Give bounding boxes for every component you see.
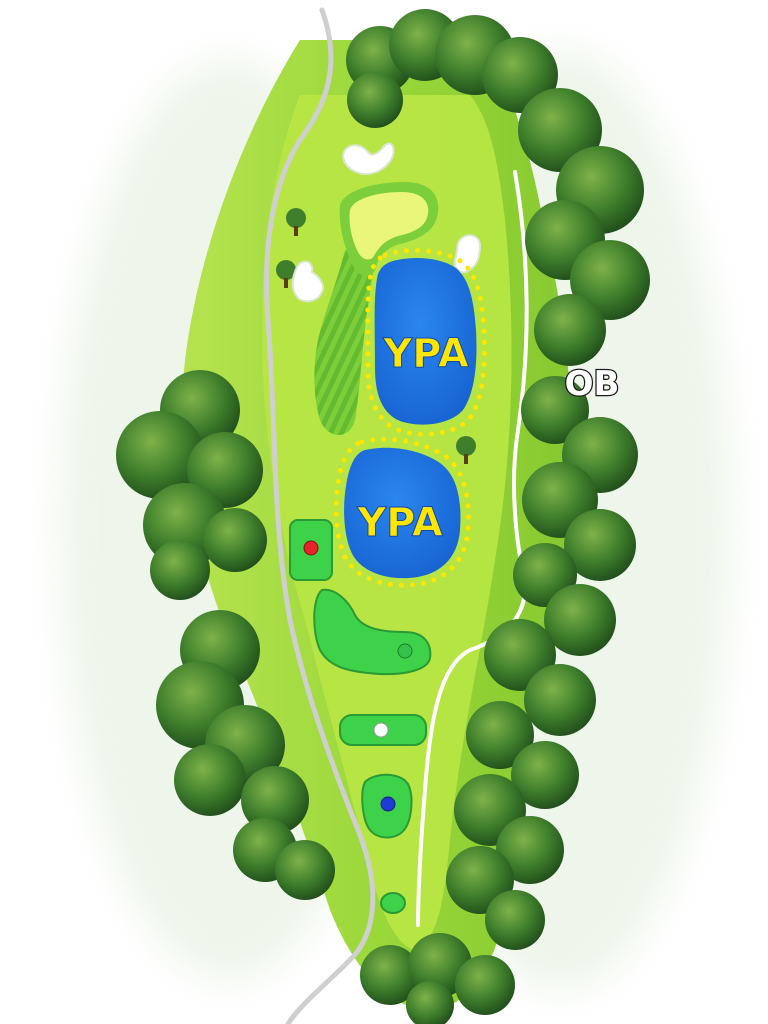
approach-strip <box>314 250 373 435</box>
trees-bottom <box>360 933 515 1024</box>
tee-marker-blue <box>380 796 396 812</box>
tee-box-white[interactable] <box>339 714 427 746</box>
trees-right <box>446 88 650 950</box>
cart-path <box>264 7 376 1024</box>
putting-green <box>339 182 439 276</box>
tee-box-green[interactable] <box>313 588 432 676</box>
small-trees <box>276 208 476 464</box>
bunker-top <box>342 142 395 176</box>
trees-left <box>116 370 335 900</box>
bunker-left <box>291 260 324 303</box>
water-hazard-upper[interactable]: YPA <box>365 247 487 437</box>
tee-marker-green <box>397 643 413 659</box>
hazard-label-upper: YPA <box>382 331 469 377</box>
tee-marker-red <box>303 540 319 556</box>
tee-box-blue[interactable] <box>361 773 413 839</box>
ob-label: OB <box>565 364 620 404</box>
tee-box-forward[interactable] <box>380 892 406 914</box>
tee-box-red[interactable] <box>289 519 333 581</box>
water-hazard-lower[interactable]: YPA <box>333 436 471 588</box>
bunker-right <box>453 234 482 274</box>
hazard-label-lower: YPA <box>356 500 443 546</box>
ob-line <box>416 170 529 927</box>
bunkers <box>291 142 482 303</box>
tee-marker-white <box>373 722 389 738</box>
